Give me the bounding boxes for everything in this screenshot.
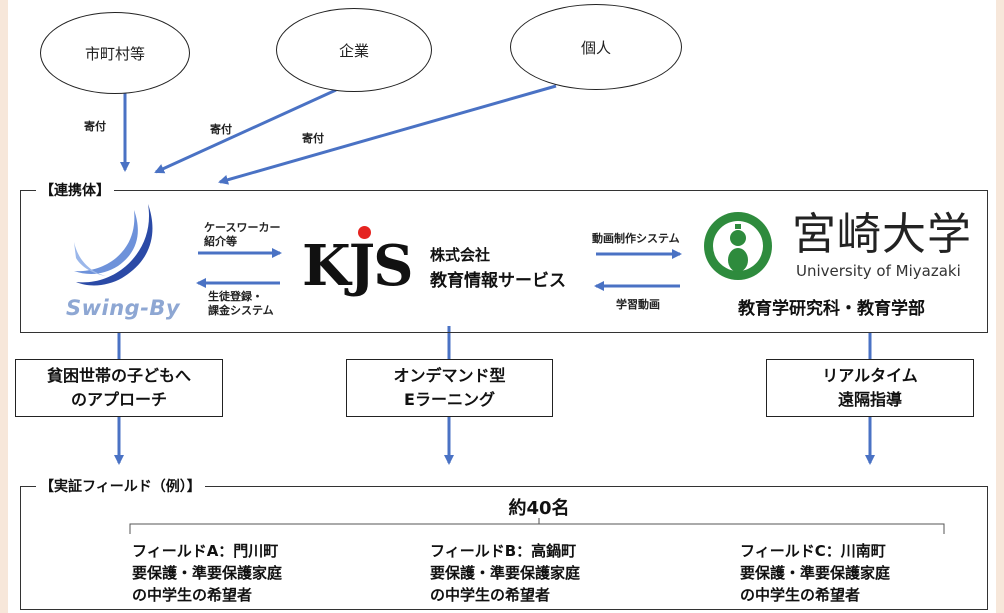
field-section-title: 【実証フィールド（例）】 xyxy=(36,476,205,496)
donor-municipality-label: 市町村等 xyxy=(84,44,145,63)
donor-municipality-ellipse: 市町村等 xyxy=(40,12,190,94)
partnership-title: 【連携体】 xyxy=(36,180,114,200)
donor-individual-label: 個人 xyxy=(580,38,611,57)
miyazaki-kanji: 宮崎大学 xyxy=(792,209,972,260)
donation-label-2: 寄付 xyxy=(210,123,232,136)
kjs-logo-text: KJS xyxy=(302,233,414,299)
field-b: フィールドB：高鍋町 要保護・準要保護家庭 の中学生の希望者 xyxy=(430,542,581,604)
swingby-logo-text: Swing-By xyxy=(66,296,181,320)
learning-video-label: 学習動画 xyxy=(616,298,660,311)
donation-label-3: 寄付 xyxy=(302,132,324,145)
kjs-company-line1: 株式会社 xyxy=(430,246,491,264)
partnership-frame xyxy=(20,190,988,333)
swingby-logo: Swing-By xyxy=(60,202,180,326)
video-system-label: 動画制作システム xyxy=(592,232,680,245)
caseworker-label: ケースワーカー 紹介等 xyxy=(204,221,281,248)
miyazaki-department: 教育学研究科・教育学部 xyxy=(738,299,925,319)
donor-company-ellipse: 企業 xyxy=(276,8,432,92)
field-a-name: フィールドA：門川町 xyxy=(132,542,279,560)
donation-arrow-individual xyxy=(218,84,557,185)
field-b-name: フィールドB：高鍋町 xyxy=(430,542,577,560)
approach-box-realtime: リアルタイム 遠隔指導 xyxy=(766,359,974,417)
miyazaki-emblem-icon xyxy=(704,212,772,280)
field-a: フィールドA：門川町 要保護・準要保護家庭 の中学生の希望者 xyxy=(132,542,283,604)
swingby-swoosh-icon xyxy=(74,204,153,286)
diagram-canvas: 市町村等 企業 個人 寄付 寄付 寄付 【連携体】 Swing-By ケースワー… xyxy=(8,0,996,613)
field-frame xyxy=(20,486,988,610)
field-c: フィールドC：川南町 要保護・準要保護家庭 の中学生の希望者 xyxy=(740,542,891,604)
donation-label-1: 寄付 xyxy=(84,120,106,133)
registration-label: 生徒登録・ 課金システム xyxy=(208,290,274,317)
kjs-logo: KJS 株式会社 教育情報サービス xyxy=(302,224,602,314)
donor-individual-ellipse: 個人 xyxy=(510,4,682,90)
donor-company-label: 企業 xyxy=(338,41,369,60)
miyazaki-logo: 宮崎大学 University of Miyazaki 教育学研究科・教育学部 xyxy=(698,206,984,330)
approach-box-elearning: オンデマンド型 Eラーニング xyxy=(346,359,553,417)
approach-box-poverty: 貧困世帯の子どもへ のアプローチ xyxy=(15,359,223,417)
kjs-company-line2: 教育情報サービス xyxy=(430,271,566,291)
participant-count: 約40名 xyxy=(508,498,570,519)
field-c-name: フィールドC：川南町 xyxy=(740,542,886,560)
kjs-dot-icon xyxy=(358,226,371,239)
miyazaki-english: University of Miyazaki xyxy=(796,262,961,280)
